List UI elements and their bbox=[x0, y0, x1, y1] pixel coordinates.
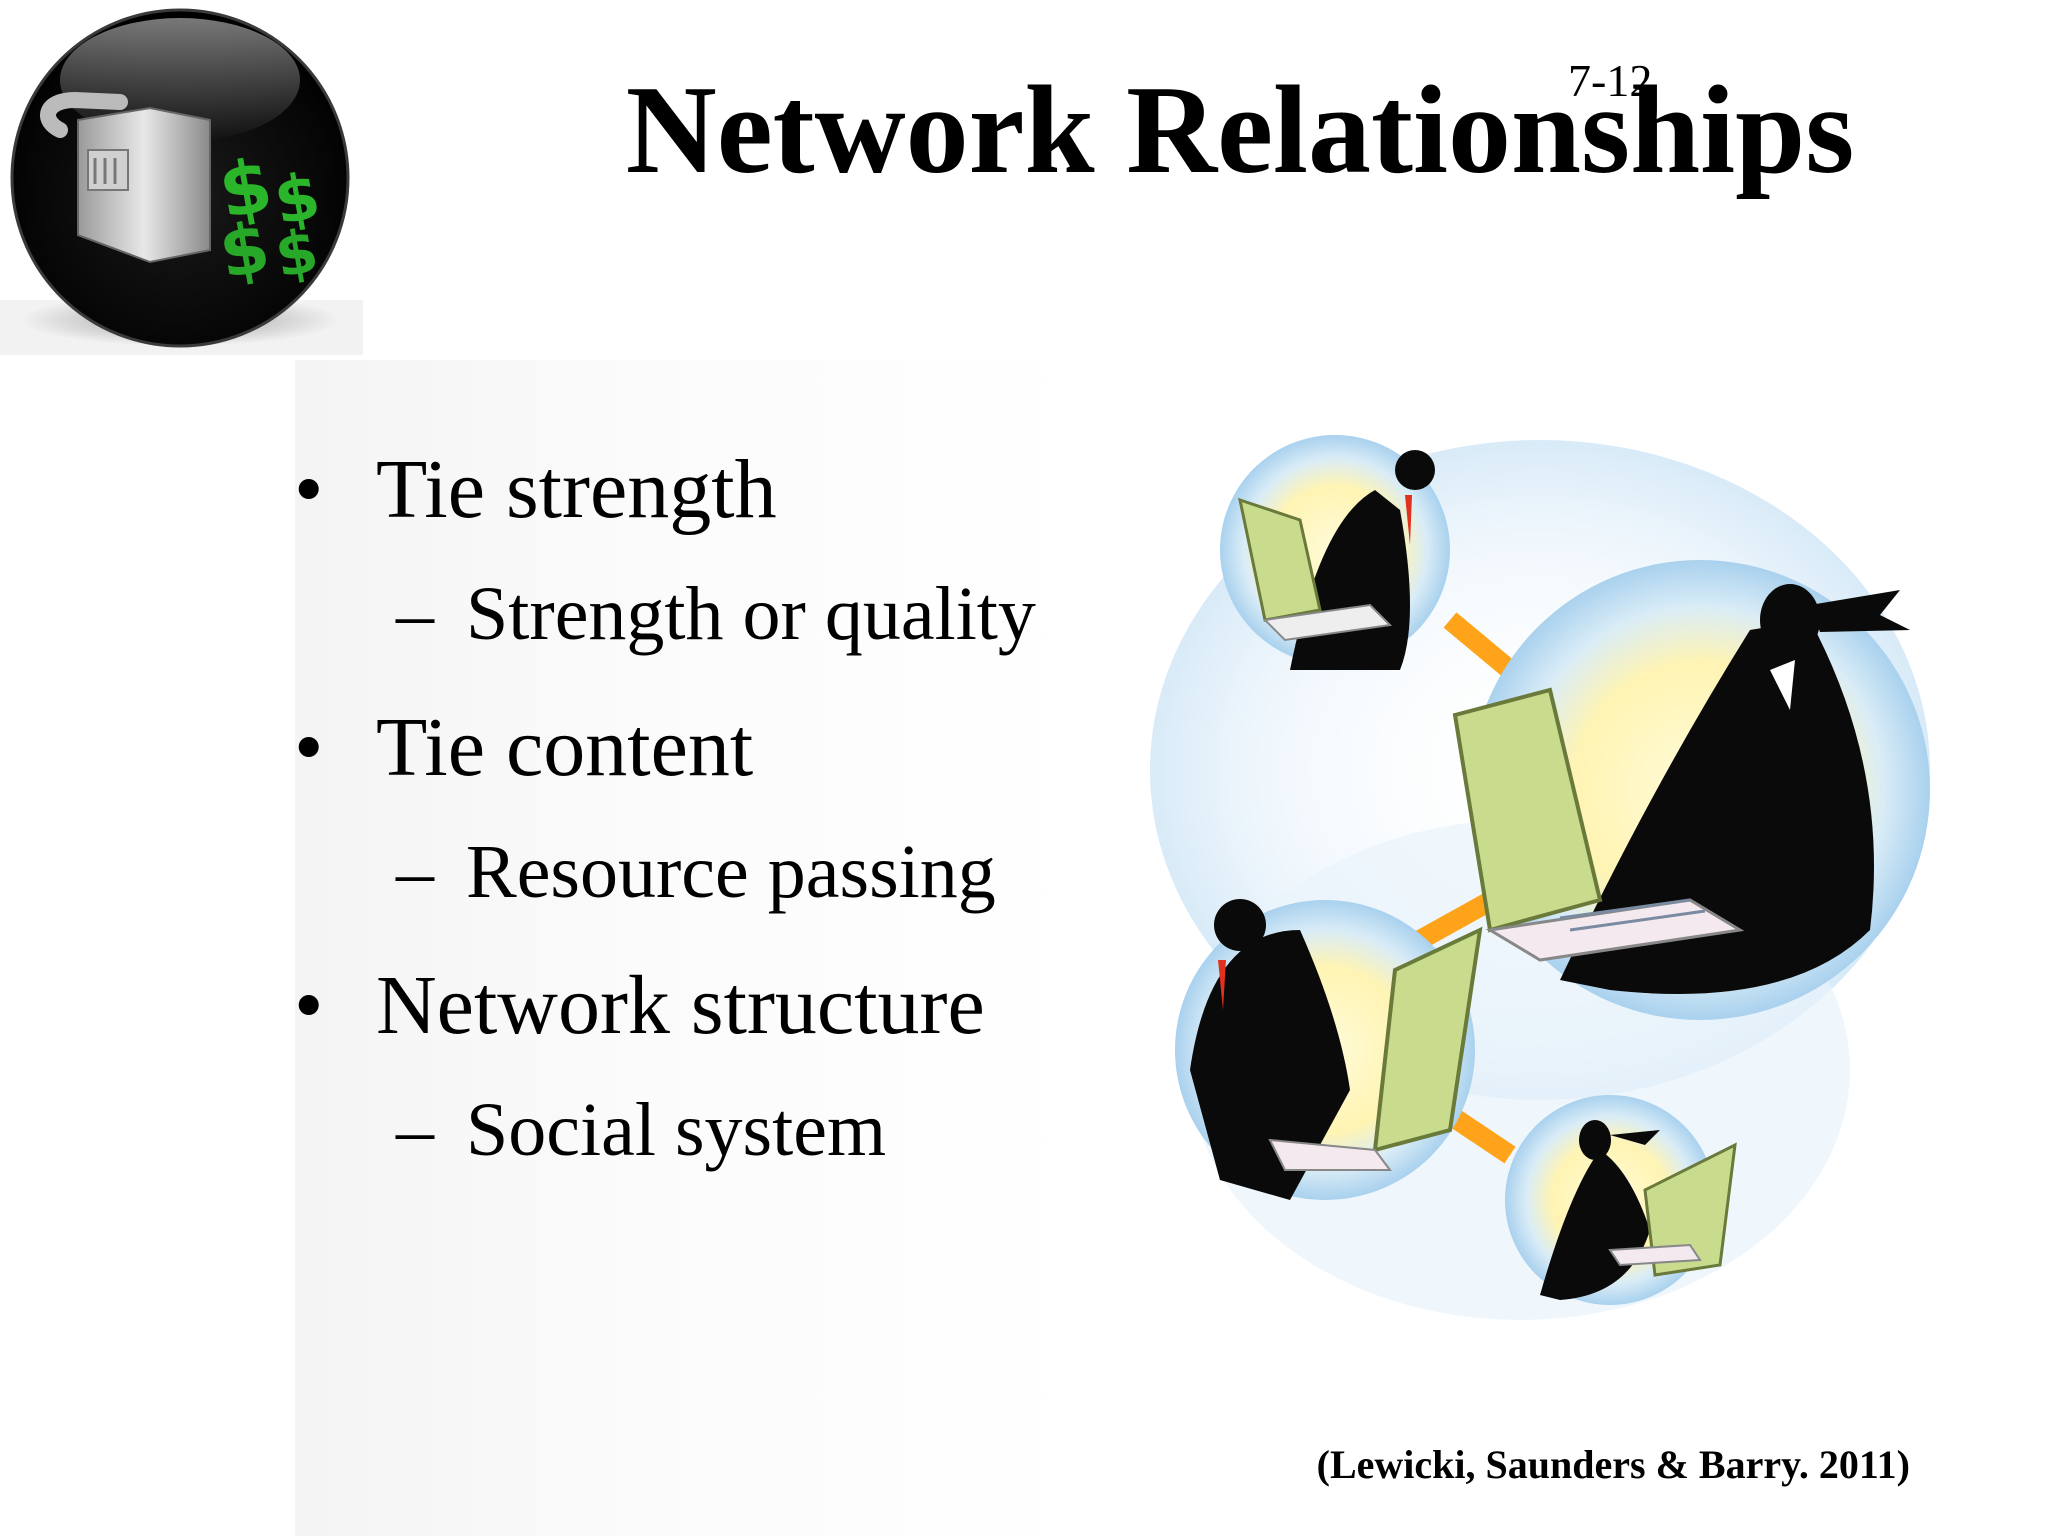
person-node-2 bbox=[1452, 560, 1930, 1020]
person-node-3 bbox=[1175, 899, 1483, 1200]
sub-bullet-marker: – bbox=[396, 571, 434, 656]
networked-people-at-laptops-illustration bbox=[1150, 435, 1930, 1320]
plug-with-dollar-signs-logo: $ $ $ $ bbox=[0, 8, 363, 355]
bullet-marker: • bbox=[294, 443, 324, 536]
bullet-text: Tie strength bbox=[376, 443, 777, 536]
bullet-text: Tie content bbox=[376, 700, 754, 794]
sub-bullet-text: Strength or quality bbox=[466, 571, 1036, 656]
bullet-list: • Tie strength – Strength or quality • T… bbox=[290, 440, 1090, 1176]
citation: (Lewicki, Saunders & Barry. 2011) bbox=[1316, 1442, 1910, 1487]
person-node-1 bbox=[1220, 435, 1450, 670]
slide-number: 7-12 bbox=[1568, 55, 1653, 106]
bullet-marker: • bbox=[294, 958, 324, 1052]
slide-title: Network Relationships bbox=[625, 61, 1855, 200]
bullet-item: • Network structure bbox=[290, 956, 1090, 1057]
bullet-marker: • bbox=[294, 700, 324, 794]
bullet-text: Network structure bbox=[376, 958, 985, 1052]
sub-bullet-marker: – bbox=[396, 829, 434, 914]
sub-bullet-marker: – bbox=[396, 1087, 434, 1172]
sub-bullet-item: – Social system bbox=[290, 1085, 1090, 1176]
person-node-4 bbox=[1505, 1095, 1737, 1305]
sub-bullet-item: – Resource passing bbox=[290, 827, 1090, 918]
bullet-item: • Tie strength bbox=[290, 440, 1090, 541]
sub-bullet-text: Social system bbox=[466, 1087, 887, 1172]
sub-bullet-item: – Strength or quality bbox=[290, 569, 1090, 660]
bullet-item: • Tie content bbox=[290, 698, 1090, 799]
sub-bullet-text: Resource passing bbox=[466, 829, 996, 914]
